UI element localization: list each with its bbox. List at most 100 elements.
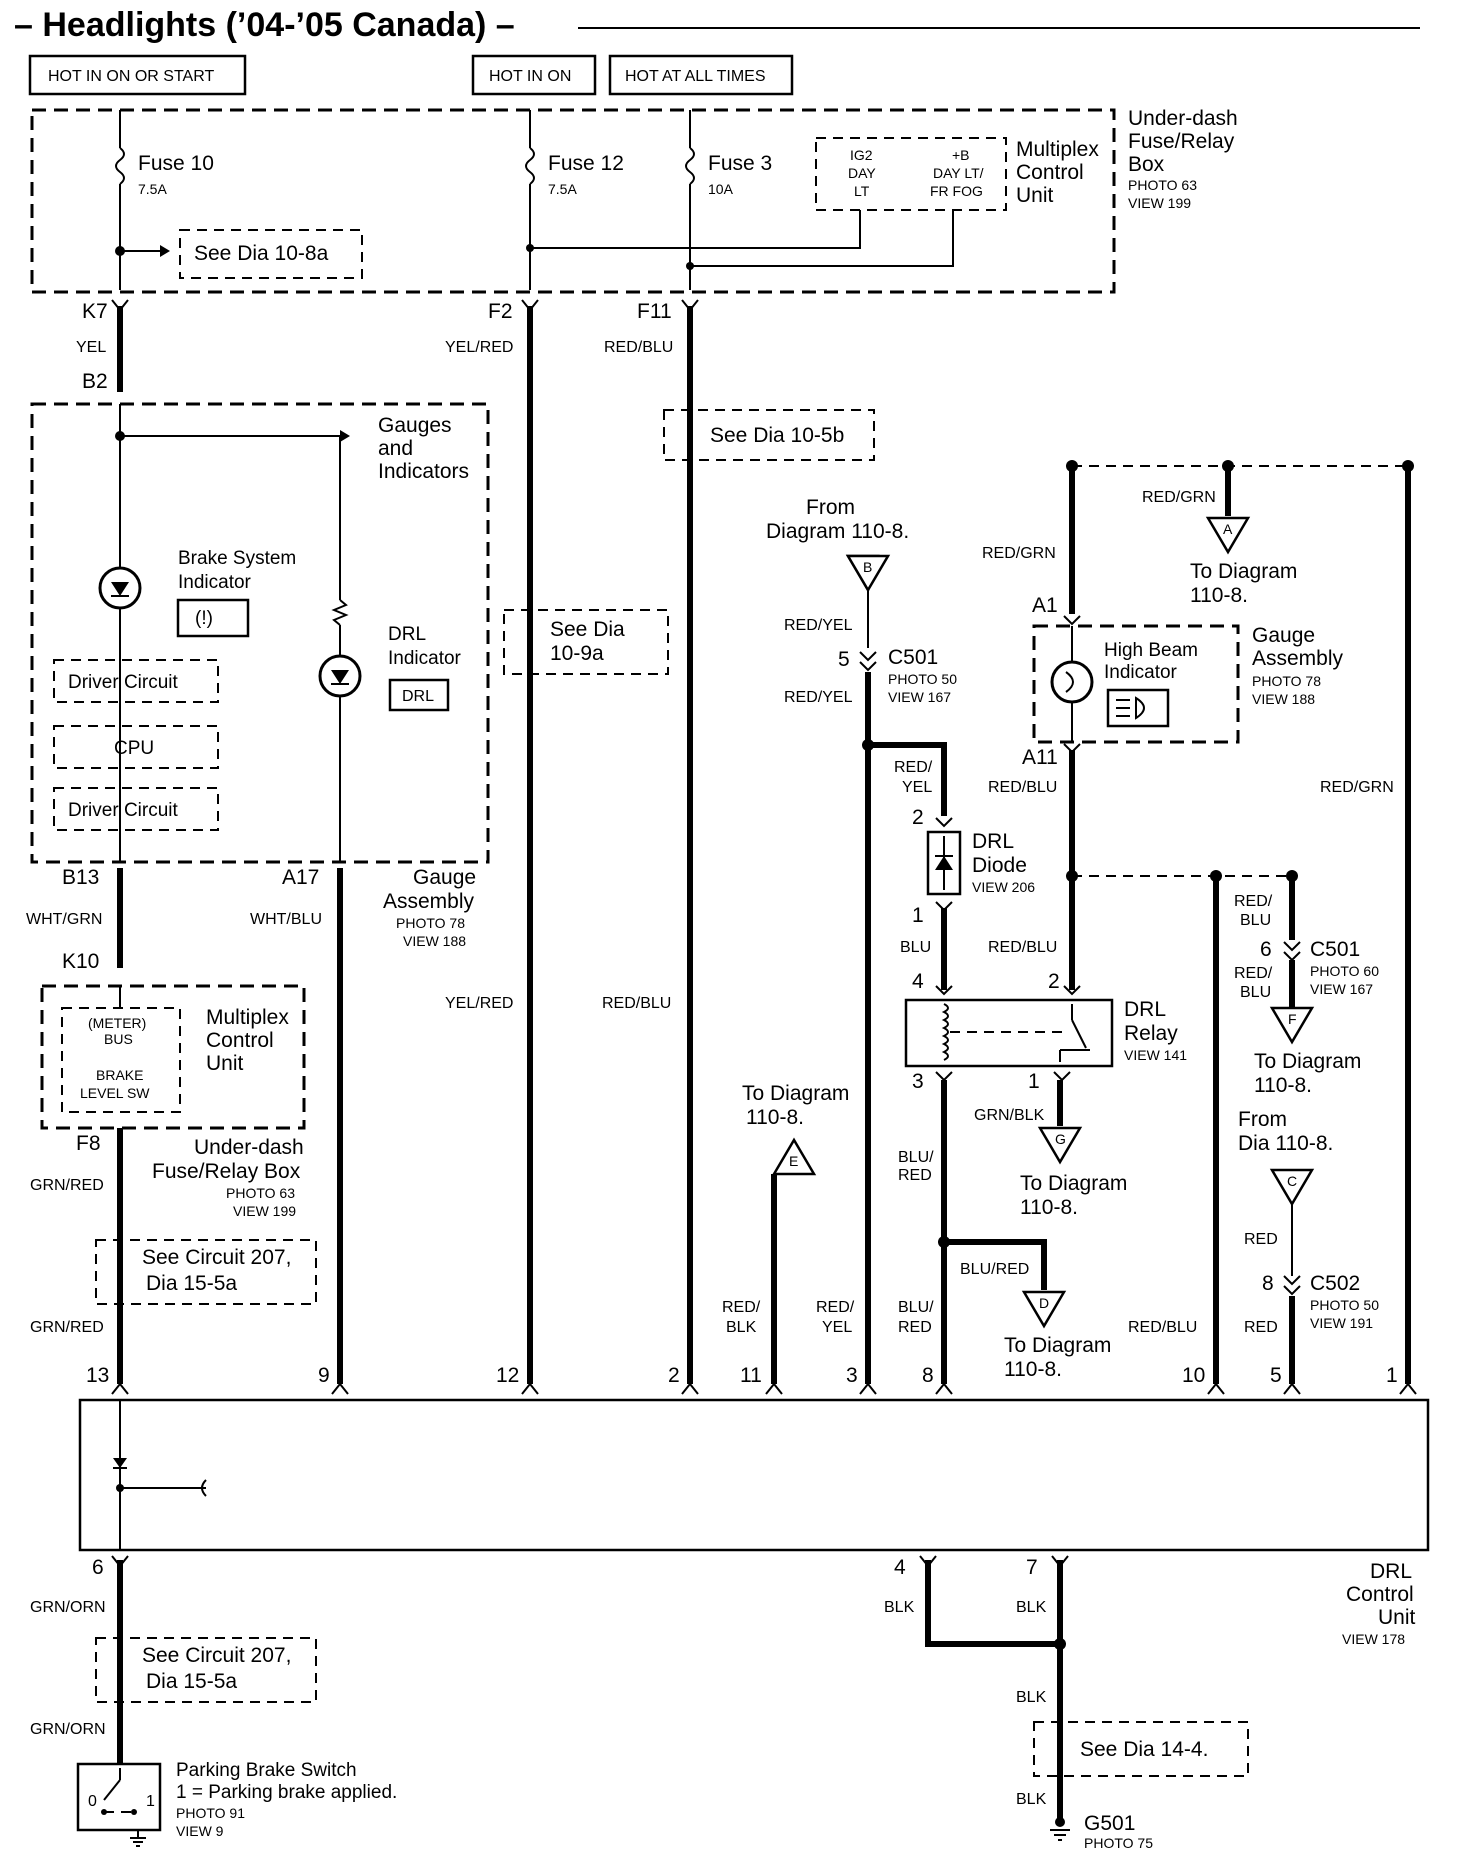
power-label-ign: HOT IN ON OR START [28,54,247,96]
drl-control-pin-label: 13 [86,1364,109,1387]
svg-text:BLU: BLU [1240,912,1271,929]
svg-text:VIEW 167: VIEW 167 [1310,981,1373,997]
drl-control-pin-terminal [521,1382,539,1395]
svg-text:10-9a: 10-9a [550,642,604,665]
fuse-3-symbol [685,147,695,185]
offpage-a: A To Diagram 110-8. [1190,516,1297,607]
svg-text:LT: LT [854,183,870,199]
svg-text:110-8.: 110-8. [746,1106,804,1129]
svg-text:See Dia 10-8a: See Dia 10-8a [194,242,329,265]
brake-warning-icon: (!) [195,608,213,629]
drl-control-pin-label: 9 [318,1364,330,1387]
drl-control-pin-terminal [111,1382,129,1395]
svg-text:BLU/: BLU/ [898,1299,934,1316]
svg-text:Gauges: Gauges [378,414,452,437]
offpage-b: From Diagram 110-8. B [766,496,909,594]
svg-text:4: 4 [894,1556,906,1579]
drl-control-pin-terminal [681,1382,699,1395]
drl-relay: DRL Relay VIEW 141 [904,998,1187,1068]
svg-text:RED/BLU: RED/BLU [602,995,671,1012]
svg-text:RED/GRN: RED/GRN [1142,489,1216,506]
svg-text:Brake System: Brake System [178,548,296,569]
svg-text:GRN/BLK: GRN/BLK [974,1107,1045,1124]
svg-text:1: 1 [146,1793,155,1810]
drl-control-unit-box [78,1398,1430,1552]
drl-control-pin-label: 8 [922,1364,934,1387]
svg-text:RED/BLU: RED/BLU [1128,1319,1197,1336]
conn-f11: F11 [637,300,672,323]
svg-text:RED/BLU: RED/BLU [988,939,1057,956]
see-dia-10-5b[interactable] [663,409,875,461]
svg-text:YEL/RED: YEL/RED [445,339,513,356]
see-circuit-207-top[interactable] [95,1239,317,1305]
svg-text:1: 1 [1028,1070,1040,1093]
ground-g501: G501 PHOTO 75 [1050,1812,1153,1851]
fuse-10-amp: 7.5A [138,181,167,197]
svg-text:RED/GRN: RED/GRN [1320,779,1394,796]
svg-text:GRN/RED: GRN/RED [30,1319,104,1336]
svg-text:110-8.: 110-8. [1254,1074,1312,1097]
drl-control-pin-terminal [1399,1382,1417,1395]
svg-text:VIEW 167: VIEW 167 [888,689,951,705]
svg-text:RED/BLU: RED/BLU [604,339,673,356]
conn-a17: A17 [282,866,319,889]
svg-text:Box: Box [1128,153,1165,176]
svg-text:Relay: Relay [1124,1022,1178,1045]
svg-text:A: A [1223,521,1233,537]
drl-control-pin-terminal [859,1382,877,1395]
svg-text:BLK: BLK [726,1319,757,1336]
svg-text:VIEW 206: VIEW 206 [972,879,1035,895]
gauges-indicators-label: Gauges and Indicators [378,414,469,483]
svg-text:G501: G501 [1084,1812,1135,1835]
svg-text:DRL: DRL [402,688,434,705]
svg-text:PHOTO 60: PHOTO 60 [1310,963,1379,979]
conn-k10: K10 [62,950,99,973]
svg-text:Indicators: Indicators [378,460,469,483]
high-beam-icon [1135,696,1145,720]
c501-label-b: C501 PHOTO 60 VIEW 167 [1310,938,1379,997]
svg-text:CPU: CPU [114,738,154,759]
svg-text:0: 0 [88,1793,97,1810]
svg-text:Diode: Diode [972,854,1027,877]
drl-control-pin-terminal [765,1382,783,1395]
see-dia-10-8a[interactable] [179,229,363,279]
brake-system-indicator: Brake System Indicator (!) [98,548,296,638]
underdash-fuse-box [30,108,1116,294]
drl-indicator: DRL Indicator DRL [318,624,462,712]
svg-text:and: and [378,437,413,460]
svg-text:GRN/RED: GRN/RED [30,1177,104,1194]
svg-text:Indicator: Indicator [178,572,252,593]
see-dia-10-9a[interactable] [503,609,669,675]
svg-text:RED/: RED/ [816,1299,855,1316]
svg-text:BLU/RED: BLU/RED [960,1261,1029,1278]
svg-text:Fuse/Relay: Fuse/Relay [1128,130,1235,153]
svg-text:VIEW 9: VIEW 9 [176,1823,224,1839]
svg-text:Unit: Unit [1016,184,1054,207]
svg-text:RED/GRN: RED/GRN [982,545,1056,562]
svg-text:2: 2 [912,806,924,829]
svg-text:PHOTO 78: PHOTO 78 [396,915,465,931]
drl-control-pin-label: 2 [668,1364,680,1387]
svg-text:Control: Control [206,1029,274,1052]
svg-text:See Dia 10-5b: See Dia 10-5b [710,424,844,447]
svg-text:From: From [806,496,855,519]
svg-text:110-8.: 110-8. [1004,1358,1062,1381]
svg-text:1: 1 [912,904,924,927]
svg-text:RED/: RED/ [894,759,933,776]
conn-a1: A1 [1032,594,1058,617]
svg-text:Multiplex: Multiplex [206,1006,289,1029]
svg-text:D: D [1039,1295,1049,1311]
drl-control-pin-label: 12 [496,1364,519,1387]
svg-text:110-8.: 110-8. [1020,1196,1078,1219]
svg-text:DRL: DRL [972,830,1014,853]
high-beam-gauge-label: Gauge Assembly PHOTO 78 VIEW 188 [1252,624,1344,707]
fuse-10-label: Fuse 10 [138,152,214,175]
drl-diode: DRL Diode VIEW 206 [926,817,1035,896]
see-circuit-207-bottom[interactable] [95,1637,317,1703]
see-dia-14-4[interactable] [1033,1721,1249,1777]
svg-text:Diagram 110-8.: Diagram 110-8. [766,520,909,543]
svg-text:LEVEL SW: LEVEL SW [80,1085,150,1101]
svg-text:4: 4 [912,970,924,993]
gauge-assembly-box [30,402,490,864]
